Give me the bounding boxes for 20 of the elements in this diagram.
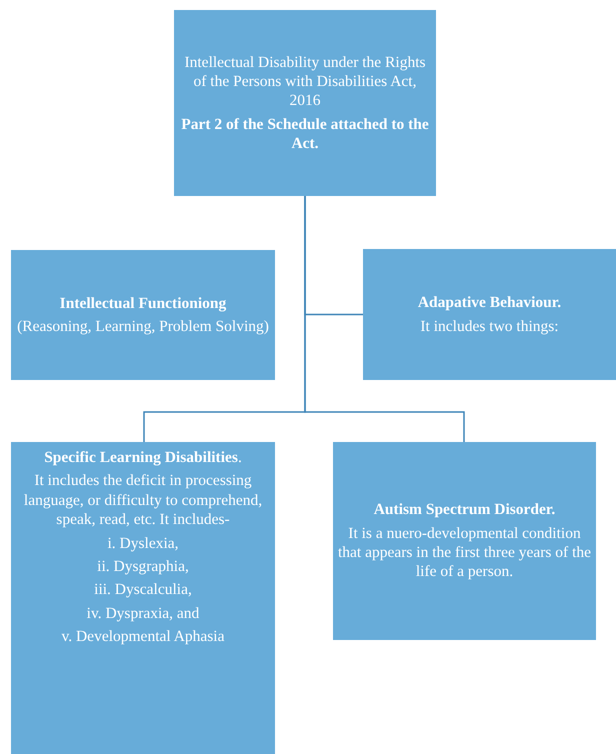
box-text: iii. Dyscalculia, (93, 580, 193, 600)
text-box (11, 442, 275, 754)
box-text: i. Dyslexia, (106, 534, 180, 553)
box-text: iv. Dyspraxia, and (86, 604, 200, 623)
box-heading: Autism Spectrum Disorder. (372, 500, 556, 520)
text-box (363, 249, 616, 380)
box-heading: Adapative Behaviour. (416, 293, 562, 312)
box-text: v. Developmental Aphasia (60, 627, 226, 646)
connector-line (304, 196, 465, 442)
text-box (333, 442, 596, 640)
box-text: (Reasoning, Learning, Problem Solving) (16, 317, 270, 336)
text-box (174, 10, 436, 196)
box-text: ii. Dysgraphia, (96, 556, 190, 576)
box-text: Specific Learning Disabilities. (43, 448, 243, 468)
box-text: Intellectual Disability under the Rights of the Persons with Disabilities Act, 2016 (183, 52, 427, 111)
box-heading: Part 2 of the Schedule attached to the Act. (180, 114, 430, 154)
text-box (11, 250, 275, 380)
box-text: It is a nuero-developmental condition that appears in the first three years of the life of a person. (336, 524, 592, 582)
box-text: It includes two things: (419, 316, 560, 336)
box-heading: Intellectual Functioniong (58, 294, 228, 313)
